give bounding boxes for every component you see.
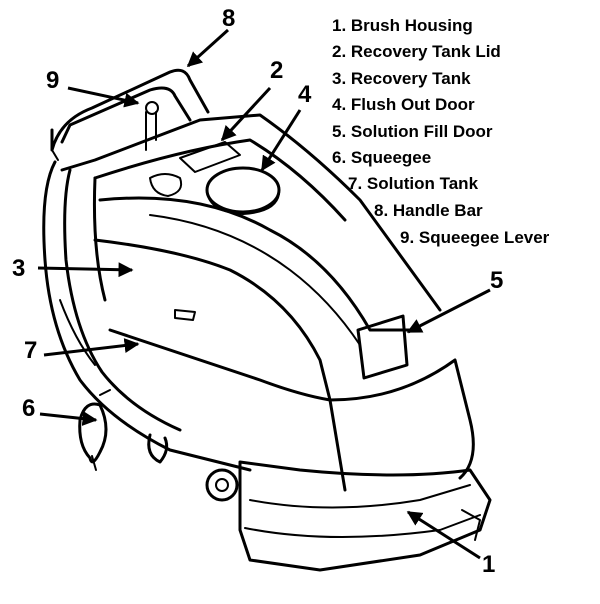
top-deck [60, 113, 442, 312]
callout-9: 9 [46, 67, 60, 94]
legend-item-recovery-tank-lid: 2. Recovery Tank Lid [332, 42, 501, 61]
legend-item-flush-out-door: 4. Flush Out Door [332, 95, 475, 114]
callout-3: 3 [12, 255, 26, 282]
recovery-tank-lid [149, 141, 241, 197]
wheels-and-squeegee [78, 389, 239, 502]
legend-item-squeegee: 6. Squeegee [332, 148, 432, 167]
recovery-tank [93, 196, 412, 402]
handle-bar [50, 68, 210, 161]
brush-housing [238, 460, 492, 572]
front-body [108, 328, 475, 492]
callout-7: 7 [24, 337, 38, 364]
flush-out-door [205, 166, 281, 215]
callout-arrows [37, 28, 491, 560]
legend-item-solution-fill-door: 5. Solution Fill Door [332, 122, 493, 141]
callout-5: 5 [490, 267, 504, 294]
callout-4: 4 [298, 81, 312, 108]
legend-item-recovery-tank: 3. Recovery Tank [332, 69, 471, 88]
legend-item-handle-bar: 8. Handle Bar [374, 201, 483, 220]
legend-item-squeegee-lever: 9. Squeegee Lever [400, 228, 550, 247]
callout-1: 1 [482, 551, 496, 578]
legend-item-brush-housing: 1. Brush Housing [332, 16, 473, 35]
solution-tank [42, 160, 252, 472]
squeegee-lever [145, 101, 159, 151]
callout-6: 6 [22, 395, 36, 422]
legend-item-solution-tank: 7. Solution Tank [348, 174, 479, 193]
callout-8: 8 [222, 5, 236, 32]
solution-fill-door [356, 314, 409, 380]
callout-2: 2 [270, 57, 284, 84]
